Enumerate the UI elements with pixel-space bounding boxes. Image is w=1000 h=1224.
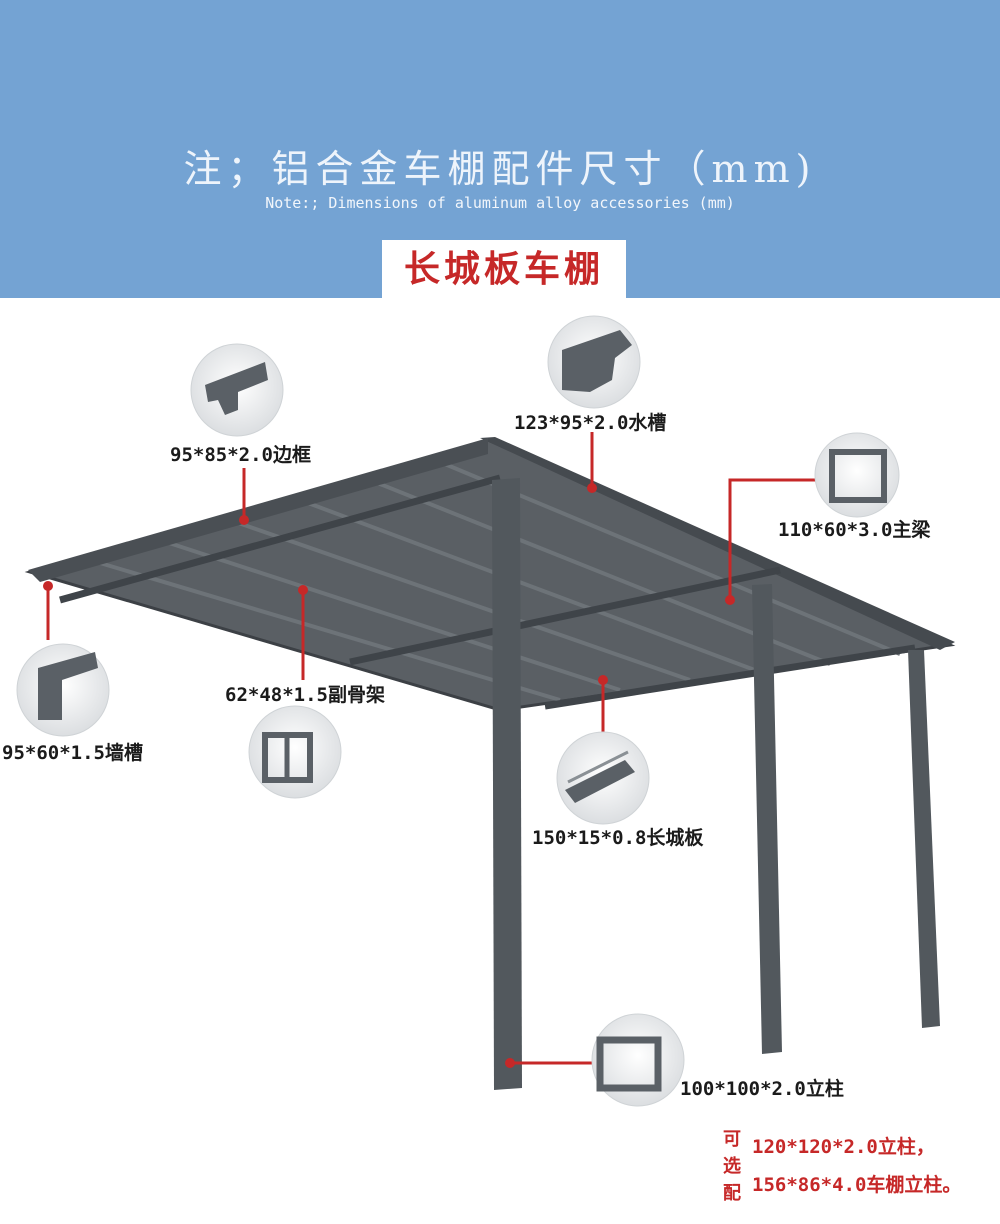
gutter-icon [547, 315, 641, 409]
product-title: 长城板车棚 [382, 240, 626, 298]
optional-char: 可 [723, 1129, 741, 1150]
edge-frame-icon [190, 343, 284, 437]
column-icon [591, 1013, 685, 1107]
optional-line-2: 156*86*4.0车棚立柱。 [752, 1174, 962, 1196]
carport-illustration [16, 315, 956, 1107]
optional-char: 选 [723, 1156, 741, 1177]
main-beam-icon [814, 432, 900, 518]
roof [24, 437, 956, 712]
leader-lines [46, 432, 818, 1065]
great-wall-panel-icon [556, 731, 650, 825]
edge-frame-label: 95*85*2.0边框 [170, 444, 311, 466]
columns [492, 478, 940, 1090]
optional-marker: 可 选 配 [720, 1126, 744, 1207]
main-beam-label: 110*60*3.0主梁 [778, 519, 931, 541]
great-wall-panel-label: 150*15*0.8长城板 [532, 827, 704, 849]
optional-char: 配 [723, 1183, 741, 1204]
sub-frame-label: 62*48*1.5副骨架 [225, 684, 385, 706]
sub-frame-icon [248, 705, 342, 799]
gutter-label: 123*95*2.0水槽 [514, 412, 667, 434]
leader-dots [43, 483, 735, 1068]
wall-channel-icon [16, 643, 110, 737]
column-label: 100*100*2.0立柱 [680, 1078, 844, 1100]
title-cn: 注；铝合金车棚配件尺寸（mm) [183, 147, 817, 191]
wall-channel-label: 95*60*1.5墙槽 [2, 742, 143, 764]
title-en: Note:; Dimensions of aluminum alloy acce… [265, 194, 735, 212]
optional-line-1: 120*120*2.0立柱， [752, 1136, 935, 1158]
